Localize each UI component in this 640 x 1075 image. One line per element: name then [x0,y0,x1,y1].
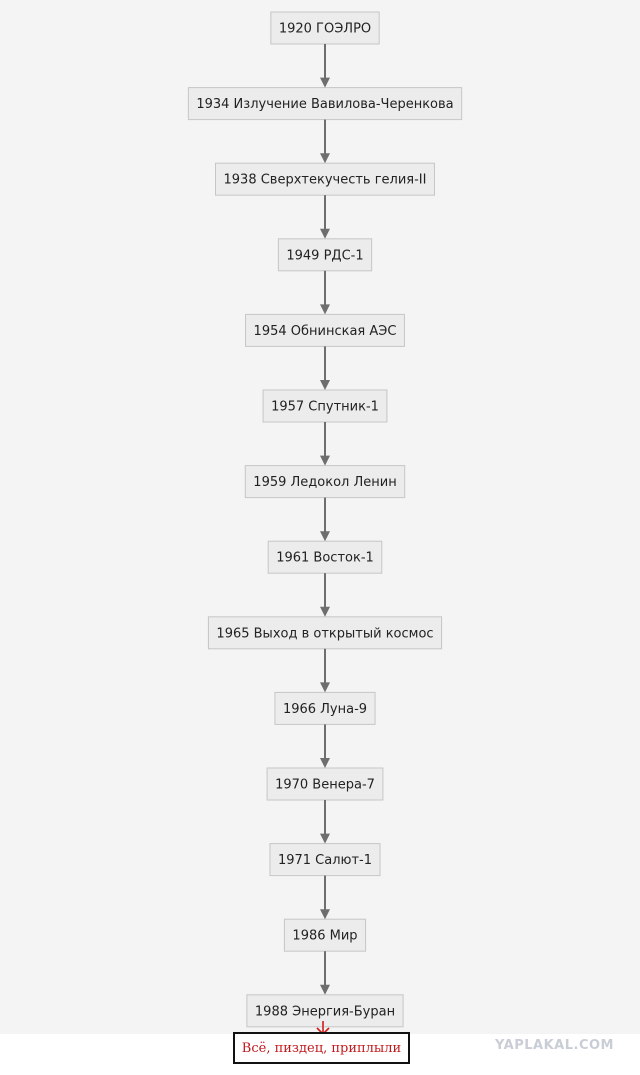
flow-node-label: 1988 Энергия-Буран [255,1004,395,1019]
flow-edge-arrowhead [320,984,330,995]
flow-node-label: 1959 Ледокол Ленин [253,475,396,490]
flow-node: 1938 Сверхтекучесть гелия-II [215,162,435,196]
flow-node: 1957 Спутник-1 [262,389,388,423]
final-annotation-box: Всё, пиздец, приплыли [233,1032,410,1064]
flow-node: 1986 Мир [283,918,367,952]
flow-edge-arrowhead [320,380,330,390]
flow-node-box [262,389,388,423]
flow-edge-arrowhead [320,304,330,315]
flow-node-label: 1920 ГОЭЛРО [279,22,371,37]
flow-edge-arrowhead [320,153,330,164]
flow-node: 1954 Обнинская АЭС [245,313,405,347]
flow-node: 1965 Выход в открытый космос [207,616,443,650]
flow-node-label: 1938 Сверхтекучесть гелия-II [224,173,427,188]
flow-node-box [270,11,380,45]
final-annotation-text: Всё, пиздец, приплыли [241,1040,402,1056]
flow-node-label: 1986 Мир [292,929,357,944]
flow-node: 1959 Ледокол Ленин [244,465,406,499]
flow-edge-arrowhead [320,606,330,617]
flow-edge-arrowhead [320,455,330,466]
flow-edge-arrowhead [320,682,330,693]
flow-node: 1966 Луна-9 [274,691,376,725]
flow-node-label: 1957 Спутник-1 [271,400,379,415]
flow-node-box [274,691,376,725]
flow-node: 1961 Восток-1 [267,540,383,574]
flow-node: 1920 ГОЭЛРО [270,11,380,45]
flow-edge-arrowhead [320,531,330,542]
flow-node-box [277,238,373,272]
flow-node: 1934 Излучение Вавилова-Черенкова [187,87,463,121]
flow-node-label: 1971 Салют-1 [278,853,372,868]
flow-node-label: 1961 Восток-1 [276,551,374,566]
flow-node: 1971 Салют-1 [269,843,381,877]
flow-edge-arrowhead [320,228,330,239]
flow-node-box [266,767,384,801]
flow-node-box [269,843,381,877]
flow-edge-arrowhead [320,833,330,844]
flow-node-label: 1970 Венера-7 [275,778,375,793]
flow-node-label: 1966 Луна-9 [283,702,367,717]
flow-edge-arrowhead [320,77,330,88]
flow-node-label: 1965 Выход в открытый космос [216,626,433,641]
flow-edge-arrowhead [320,909,330,920]
flow-node-box [187,87,463,121]
flow-node: 1949 РДС-1 [277,238,373,272]
flow-node-label: 1954 Обнинская АЭС [254,324,397,339]
flow-node-box [267,540,383,574]
flow-node-label: 1934 Излучение Вавилова-Черенкова [196,97,453,112]
flow-node: 1970 Венера-7 [266,767,384,801]
site-watermark: YAPLAKAL.COM [495,1038,614,1053]
flow-edge-arrowhead [320,758,330,768]
flow-node-label: 1949 РДС-1 [286,248,363,263]
